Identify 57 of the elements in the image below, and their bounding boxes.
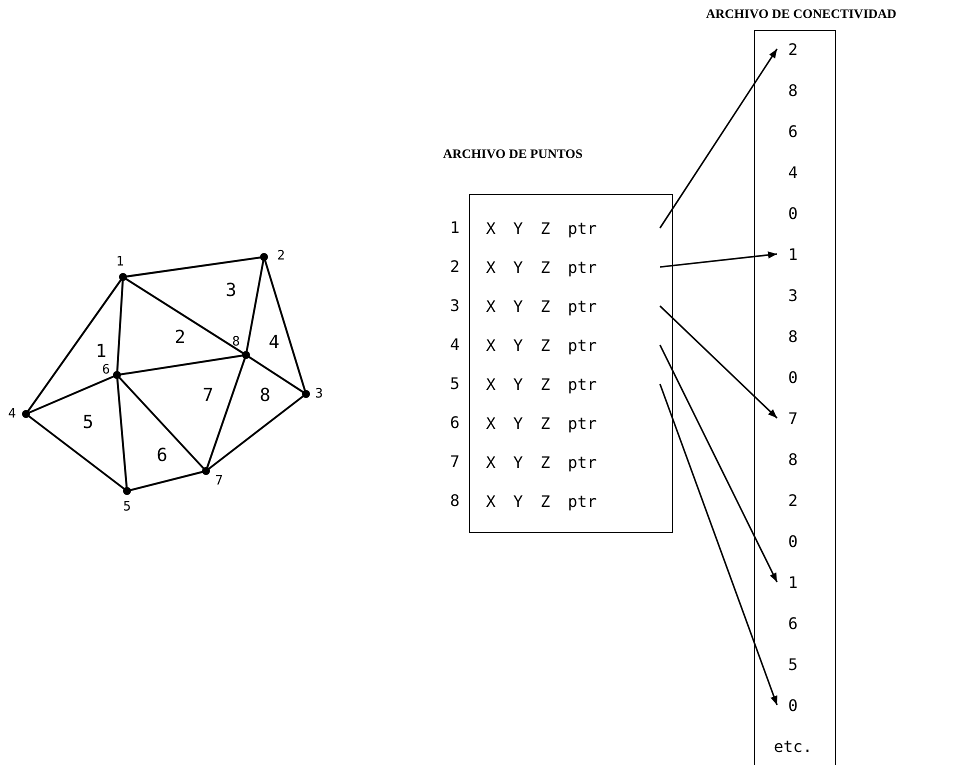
row-number: 8	[450, 491, 460, 510]
row-number: 5	[450, 374, 460, 393]
list-value: 8	[777, 447, 809, 471]
list-value: etc.	[777, 734, 809, 758]
vertex-number: 7	[215, 474, 223, 488]
triangle-number: 1	[96, 343, 106, 361]
record-row: X Y Z ptr	[480, 370, 660, 398]
vertex-number: 4	[8, 408, 16, 420]
list-value: 8	[777, 324, 809, 348]
arrow	[660, 251, 778, 268]
row-number: 1	[450, 218, 460, 237]
list-value: 2	[777, 37, 809, 61]
list-value: 3	[777, 283, 809, 307]
record-row: X Y Z ptr	[480, 331, 660, 359]
record-row: X Y Z ptr	[480, 214, 660, 242]
row-number: 2	[450, 257, 460, 276]
list-value: 2	[777, 488, 809, 512]
list-value: 0	[777, 201, 809, 225]
arrow	[659, 384, 778, 706]
vertex-number: 6	[102, 364, 110, 376]
row-number: 4	[450, 335, 460, 354]
record-row: X Y Z ptr	[480, 487, 660, 515]
table-title: ARCHIVO DE PUNTOS	[443, 146, 583, 162]
vertex-number: 3	[315, 388, 323, 400]
vertex-number: 1	[116, 256, 124, 268]
triangle-number: 2	[174, 329, 186, 347]
triangle-number: 8	[260, 387, 270, 405]
list-value: 7	[777, 406, 809, 430]
arrow	[659, 305, 778, 419]
triangle-number: 7	[202, 387, 214, 405]
record-row: X Y Z ptr	[480, 409, 660, 437]
triangle-number: 3	[226, 282, 236, 300]
row-number: 3	[450, 296, 460, 315]
arrow	[659, 344, 778, 582]
triangle-number: 5	[82, 414, 94, 432]
list-value: 0	[777, 529, 809, 553]
list-value: 1	[777, 570, 809, 594]
list-value: 1	[777, 242, 809, 266]
vertex-number: 8	[232, 336, 240, 348]
row-number: 7	[450, 452, 460, 471]
triangle-number: 4	[268, 334, 280, 352]
list-value: 6	[777, 119, 809, 143]
list-value: 8	[777, 78, 809, 102]
table-title: ARCHIVO DE CONECTIVIDAD	[706, 6, 896, 22]
list-value: 5	[777, 652, 809, 676]
row-number: 6	[450, 413, 460, 432]
vertex-number: 2	[277, 250, 285, 262]
list-value: 4	[777, 160, 809, 184]
record-row: X Y Z ptr	[480, 253, 660, 281]
list-value: 6	[777, 611, 809, 635]
record-row: X Y Z ptr	[480, 292, 660, 320]
list-value: 0	[777, 693, 809, 717]
record-row: X Y Z ptr	[480, 448, 660, 476]
arrow	[659, 48, 778, 228]
triangle-number: 6	[156, 447, 168, 465]
vertex-number: 5	[123, 500, 131, 514]
list-value: 0	[777, 365, 809, 389]
